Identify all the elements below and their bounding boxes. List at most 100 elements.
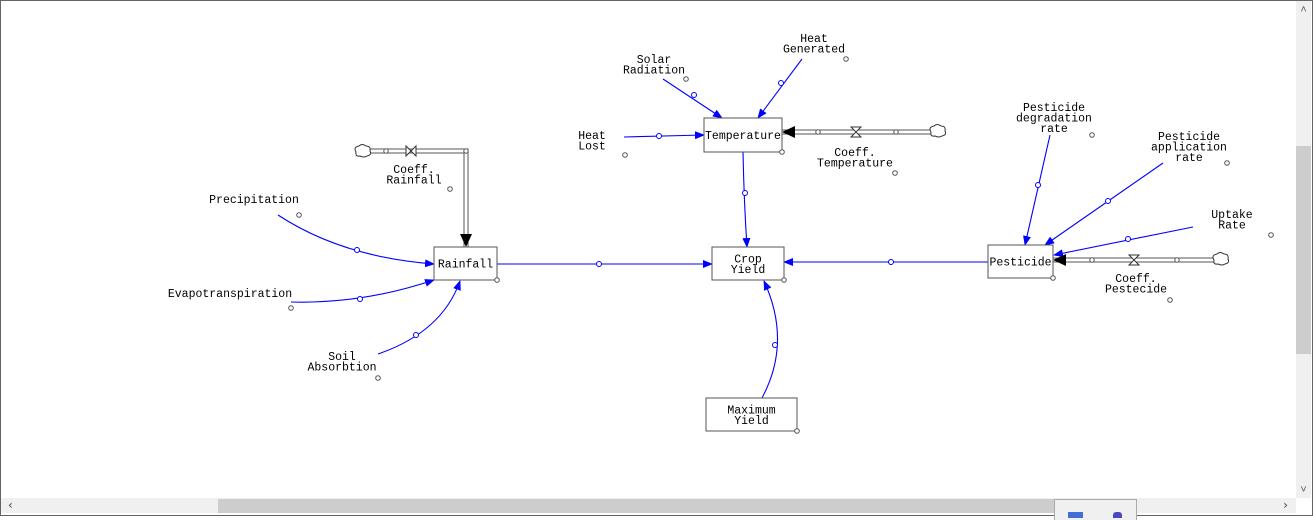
link-uptake-rate-to-pesticide[interactable] (1053, 226, 1194, 258)
flow-handle[interactable] (1167, 297, 1173, 303)
flow-handle[interactable] (447, 186, 453, 192)
stock-rainfall[interactable]: Rainfall (433, 246, 500, 283)
link-handle[interactable] (413, 332, 419, 338)
flow-point-handle[interactable] (1089, 257, 1095, 263)
variable-handle[interactable] (843, 56, 849, 62)
link-handle[interactable] (691, 92, 697, 98)
vertical-scroll-thumb[interactable] (1296, 146, 1311, 354)
stock-box[interactable] (987, 244, 1054, 279)
valve-icon[interactable] (1127, 254, 1141, 266)
link-arrow[interactable] (1053, 226, 1194, 258)
link-arrow[interactable] (1023, 134, 1051, 246)
flow-point-handle[interactable] (815, 129, 821, 135)
link-handle[interactable] (354, 247, 360, 253)
link-arrow[interactable] (662, 78, 723, 119)
flow-point-handle[interactable] (1174, 257, 1180, 263)
flow-handle[interactable] (892, 170, 898, 176)
link-handle[interactable] (1105, 198, 1111, 204)
link-soil-absorbtion-to-rainfall[interactable] (377, 280, 461, 355)
stock-box[interactable] (433, 246, 498, 281)
link-maximum-yield-to-crop-yield[interactable] (761, 280, 779, 399)
variable-handle[interactable] (1268, 232, 1274, 238)
stock-label-line: Yield (731, 264, 766, 277)
stock-handle[interactable] (1050, 275, 1056, 281)
people-icon[interactable] (1113, 512, 1122, 518)
horizontal-scrollbar[interactable]: ‹ › (1, 498, 1296, 513)
stock-handle[interactable] (794, 428, 800, 434)
variable-handle[interactable] (683, 76, 689, 82)
flow-coeff-temperature[interactable] (782, 124, 947, 139)
link-pesticide-application-rate-to-pesticide[interactable] (1044, 162, 1164, 246)
stock-pesticide[interactable]: Pesticide (987, 244, 1056, 281)
link-arrow[interactable] (377, 280, 461, 355)
link-handle[interactable] (772, 342, 778, 348)
flow-label-coeff-temperature[interactable]: Coeff.Temperature (817, 147, 893, 171)
variable-handle[interactable] (622, 152, 628, 158)
flow-coeff-pestecide[interactable] (1053, 252, 1230, 267)
link-handle[interactable] (888, 259, 894, 265)
stock-box[interactable] (711, 246, 785, 281)
scroll-right-icon[interactable]: › (1281, 498, 1290, 512)
variable-handle[interactable] (1224, 160, 1230, 166)
link-arrow[interactable] (277, 214, 435, 268)
variable-handle[interactable] (1089, 132, 1095, 138)
scroll-up-icon[interactable]: ˄ (1300, 3, 1307, 16)
taskbar-popup[interactable] (1054, 499, 1137, 520)
variable-handle[interactable] (375, 375, 381, 381)
link-pesticide-degradation-rate-to-pesticide[interactable] (1023, 134, 1051, 246)
stock-handle[interactable] (494, 277, 500, 283)
link-handle[interactable] (357, 296, 363, 302)
variable-handle[interactable] (296, 212, 302, 218)
link-arrow[interactable] (757, 58, 803, 119)
flow-label-coeff-pestecide[interactable]: Coeff.Pestecide (1105, 273, 1167, 297)
stock-box[interactable] (705, 397, 798, 432)
flow-point-handle[interactable] (383, 148, 389, 154)
link-handle[interactable] (1125, 236, 1131, 242)
variable-precipitation[interactable]: Precipitation (209, 194, 299, 207)
link-arrow[interactable] (623, 131, 705, 140)
link-heat-generated-to-temperature[interactable] (757, 58, 803, 119)
stock-box[interactable] (703, 117, 783, 153)
link-arrow[interactable] (761, 280, 779, 399)
valve-icon[interactable] (849, 126, 863, 138)
stock-handle[interactable] (781, 277, 787, 283)
variable-evapotranspiration[interactable]: Evapotranspiration (168, 288, 292, 301)
link-temperature-to-crop-yield[interactable] (742, 151, 751, 248)
scroll-left-icon[interactable]: ‹ (6, 498, 15, 512)
link-precipitation-to-rainfall[interactable] (277, 214, 435, 268)
scroll-down-icon[interactable]: ˅ (1300, 483, 1307, 496)
horizontal-scroll-thumb[interactable] (218, 499, 1079, 513)
valve-icon[interactable] (405, 144, 417, 158)
link-handle[interactable] (1035, 182, 1041, 188)
stock-temperature[interactable]: Temperature (703, 117, 785, 155)
flow-label-coeff-rainfall[interactable]: Coeff.Rainfall (386, 164, 441, 188)
link-heat-lost-to-temperature[interactable] (623, 131, 705, 140)
vertical-scrollbar[interactable]: ˄ ˅ (1296, 1, 1311, 498)
flow-coeff-rainfall[interactable] (354, 144, 472, 248)
link-arrow[interactable] (1044, 162, 1164, 246)
link-handle[interactable] (742, 190, 748, 196)
link-arrow[interactable] (742, 151, 751, 248)
app-icon[interactable] (1068, 512, 1083, 518)
flow-point-handle[interactable] (463, 148, 469, 154)
link-rainfall-to-crop-yield[interactable] (497, 260, 713, 268)
link-handle[interactable] (656, 133, 662, 139)
link-pesticide-to-crop-yield[interactable] (783, 258, 988, 266)
link-evapotranspiration-to-rainfall[interactable] (290, 279, 435, 303)
flow-point-handle[interactable] (893, 129, 899, 135)
link-handle[interactable] (596, 261, 602, 267)
link-solar-radiation-to-temperature[interactable] (662, 78, 723, 119)
variable-handle[interactable] (288, 305, 294, 311)
stock-handle[interactable] (779, 149, 785, 155)
link-handle[interactable] (778, 80, 784, 86)
